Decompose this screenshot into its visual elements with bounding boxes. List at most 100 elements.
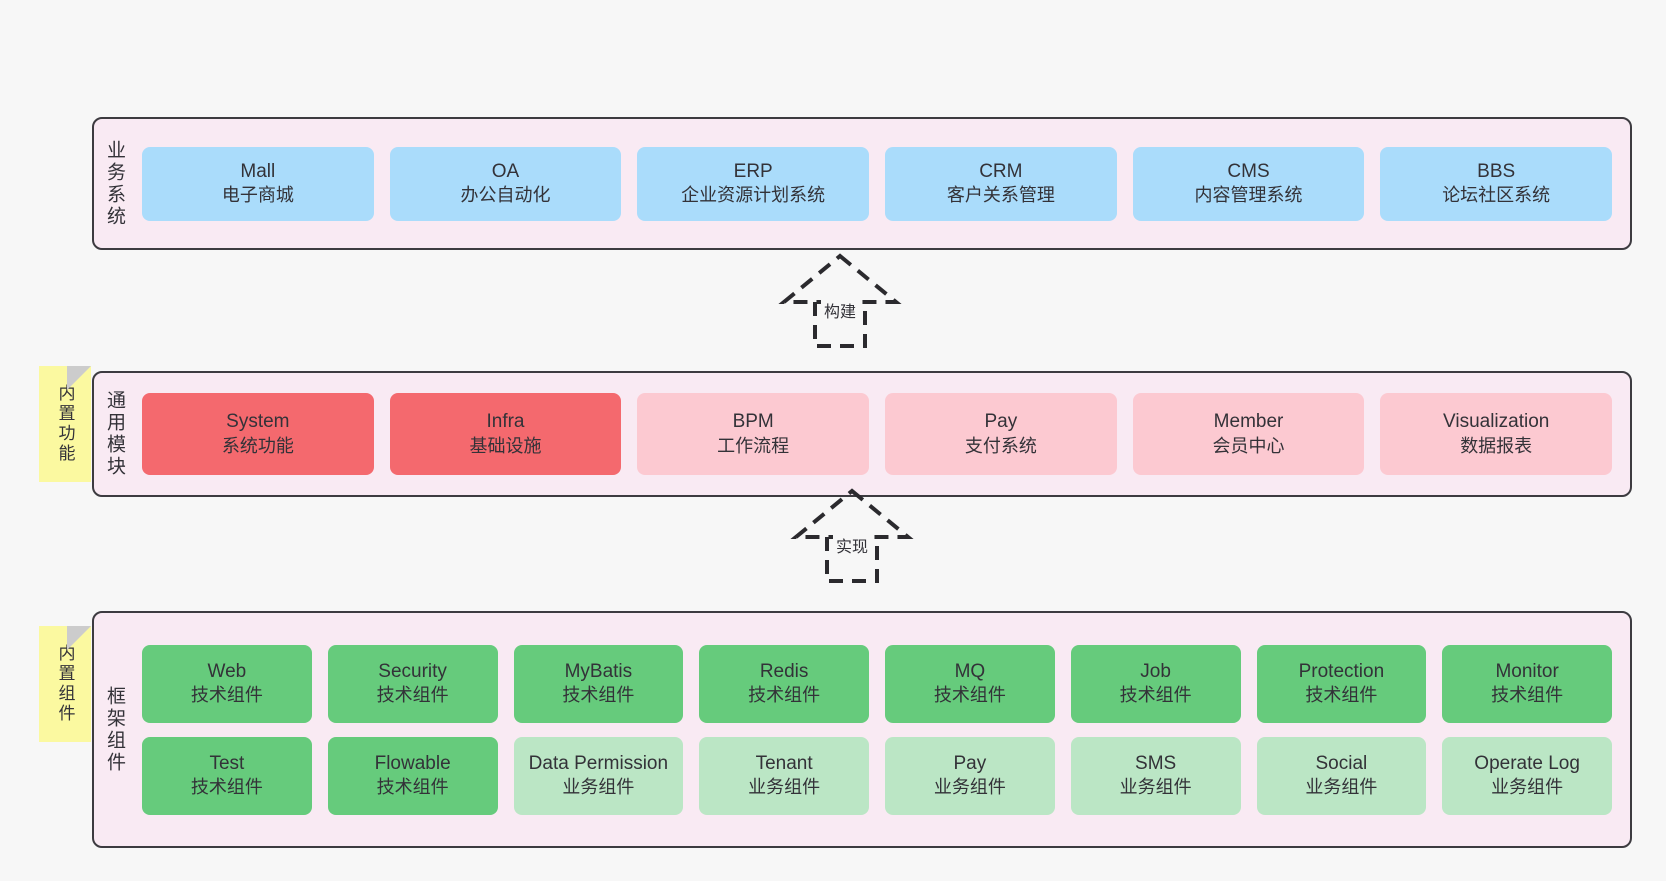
card-subtitle: 技术组件 bbox=[376, 685, 449, 706]
business-card-cms[interactable]: CMS 内容管理系统 bbox=[1132, 146, 1365, 221]
framework-card-security[interactable]: Security 技术组件 bbox=[327, 644, 498, 723]
card-title: BPM bbox=[732, 411, 774, 433]
module-card-visualization[interactable]: Visualization 数据报表 bbox=[1380, 393, 1613, 475]
framework-card-container: Web 技术组件 Security 技术组件 MyBatis 技术组件 Redi… bbox=[134, 613, 1630, 846]
card-subtitle: 论坛社区系统 bbox=[1442, 185, 1551, 206]
card-title: Test bbox=[209, 752, 245, 774]
framework-card-sms[interactable]: SMS 业务组件 bbox=[1070, 736, 1241, 815]
sticky-note-builtin-components: 内置组件 bbox=[39, 626, 91, 742]
card-subtitle: 会员中心 bbox=[1212, 435, 1285, 456]
card-title: Member bbox=[1213, 411, 1284, 433]
card-title: CRM bbox=[979, 160, 1023, 182]
card-subtitle: 业务组件 bbox=[748, 777, 821, 798]
framework-card-data-permission[interactable]: Data Permission 业务组件 bbox=[513, 736, 684, 815]
card-title: Operate Log bbox=[1474, 752, 1580, 774]
framework-card-mq[interactable]: MQ 技术组件 bbox=[885, 644, 1055, 723]
card-title: CMS bbox=[1227, 160, 1270, 182]
module-card-infra[interactable]: Infra 基础设施 bbox=[389, 393, 622, 475]
sticky-note-builtin-functions: 内置功能 bbox=[39, 366, 91, 482]
framework-card-redis[interactable]: Redis 技术组件 bbox=[699, 644, 869, 723]
business-card-bbs[interactable]: BBS 论坛社区系统 bbox=[1380, 146, 1613, 221]
card-subtitle: 工作流程 bbox=[717, 435, 790, 456]
card-subtitle: 支付系统 bbox=[964, 435, 1037, 456]
business-card-container: Mall 电子商城 OA 办公自动化 ERP 企业资源计划系统 CRM 客户关系… bbox=[134, 119, 1630, 248]
framework-card-job[interactable]: Job 技术组件 bbox=[1070, 644, 1241, 723]
framework-card-operate-log[interactable]: Operate Log 业务组件 bbox=[1442, 736, 1612, 815]
card-title: Social bbox=[1315, 752, 1368, 774]
connector-implement-label: 实现 bbox=[832, 533, 872, 557]
card-subtitle: 技术组件 bbox=[190, 777, 263, 798]
business-card-oa[interactable]: OA 办公自动化 bbox=[389, 146, 622, 221]
framework-card-protection[interactable]: Protection 技术组件 bbox=[1256, 644, 1427, 723]
layer-label-common-modules: 通用模块 bbox=[103, 390, 125, 478]
card-title: Web bbox=[207, 660, 247, 682]
card-title: MyBatis bbox=[564, 660, 633, 682]
card-title: Mall bbox=[240, 160, 276, 182]
card-title: Protection bbox=[1298, 660, 1385, 682]
card-title: Pay bbox=[953, 752, 987, 774]
card-title: ERP bbox=[733, 160, 773, 182]
card-title: Job bbox=[1140, 660, 1171, 682]
card-title: BBS bbox=[1477, 160, 1516, 182]
module-card-system[interactable]: System 系统功能 bbox=[142, 393, 374, 475]
card-title: MQ bbox=[954, 660, 986, 682]
module-card-member[interactable]: Member 会员中心 bbox=[1132, 393, 1365, 475]
framework-card-flowable[interactable]: Flowable 技术组件 bbox=[327, 736, 498, 815]
module-card-row: System 系统功能 Infra 基础设施 BPM 工作流程 Pay 支付系统… bbox=[142, 393, 1613, 475]
business-card-row: Mall 电子商城 OA 办公自动化 ERP 企业资源计划系统 CRM 客户关系… bbox=[142, 146, 1613, 221]
business-card-crm[interactable]: CRM 客户关系管理 bbox=[885, 146, 1117, 221]
card-subtitle: 业务组件 bbox=[1119, 777, 1192, 798]
connector-build-label: 构建 bbox=[820, 298, 860, 322]
framework-card-monitor[interactable]: Monitor 技术组件 bbox=[1442, 644, 1612, 723]
layer-label-business-system: 业务系统 bbox=[103, 139, 125, 228]
card-subtitle: 内容管理系统 bbox=[1194, 185, 1303, 206]
card-title: SMS bbox=[1135, 752, 1177, 774]
business-card-erp[interactable]: ERP 企业资源计划系统 bbox=[637, 146, 870, 221]
card-subtitle: 系统功能 bbox=[221, 435, 294, 456]
card-subtitle: 技术组件 bbox=[1305, 685, 1378, 706]
module-card-container: System 系统功能 Infra 基础设施 BPM 工作流程 Pay 支付系统… bbox=[134, 373, 1630, 495]
layer-business-system: 业务系统 Mall 电子商城 OA 办公自动化 ERP 企业资源计划系统 CRM… bbox=[92, 117, 1632, 250]
card-title: Data Permission bbox=[528, 752, 669, 774]
framework-tech-row: Web 技术组件 Security 技术组件 MyBatis 技术组件 Redi… bbox=[142, 644, 1612, 723]
card-subtitle: 办公自动化 bbox=[460, 185, 551, 206]
card-subtitle: 技术组件 bbox=[748, 685, 821, 706]
card-subtitle: 技术组件 bbox=[376, 777, 449, 798]
connector-implement: 实现 bbox=[772, 487, 932, 583]
card-title: OA bbox=[491, 160, 520, 182]
framework-card-test[interactable]: Test 技术组件 bbox=[142, 736, 312, 815]
module-card-bpm[interactable]: BPM 工作流程 bbox=[637, 393, 870, 475]
card-subtitle: 电子商城 bbox=[221, 185, 294, 206]
card-subtitle: 客户关系管理 bbox=[946, 185, 1055, 206]
card-subtitle: 业务组件 bbox=[1305, 777, 1378, 798]
card-title: Flowable bbox=[374, 752, 451, 774]
card-subtitle: 业务组件 bbox=[933, 777, 1006, 798]
card-title: Visualization bbox=[1443, 411, 1550, 433]
card-title: Infra bbox=[486, 411, 525, 433]
framework-card-pay[interactable]: Pay 业务组件 bbox=[885, 736, 1055, 815]
card-title: Security bbox=[378, 660, 447, 682]
card-subtitle: 技术组件 bbox=[1119, 685, 1192, 706]
sticky-note-label: 内置组件 bbox=[55, 644, 75, 724]
business-card-mall[interactable]: Mall 电子商城 bbox=[142, 146, 374, 221]
card-subtitle: 业务组件 bbox=[1491, 777, 1564, 798]
card-subtitle: 企业资源计划系统 bbox=[681, 185, 826, 206]
card-title: System bbox=[226, 411, 290, 433]
layer-common-modules: 通用模块 System 系统功能 Infra 基础设施 BPM 工作流程 Pay… bbox=[92, 371, 1632, 497]
card-subtitle: 业务组件 bbox=[562, 777, 635, 798]
card-title: Monitor bbox=[1495, 660, 1559, 682]
card-title: Redis bbox=[759, 660, 809, 682]
card-subtitle: 基础设施 bbox=[469, 435, 542, 456]
framework-biz-row: Test 技术组件 Flowable 技术组件 Data Permission … bbox=[142, 736, 1612, 815]
framework-card-tenant[interactable]: Tenant 业务组件 bbox=[699, 736, 869, 815]
card-subtitle: 数据报表 bbox=[1460, 435, 1533, 456]
card-title: Tenant bbox=[755, 752, 813, 774]
framework-card-web[interactable]: Web 技术组件 bbox=[142, 644, 312, 723]
framework-card-mybatis[interactable]: MyBatis 技术组件 bbox=[513, 644, 684, 723]
sticky-note-label: 内置功能 bbox=[55, 384, 75, 464]
card-title: Pay bbox=[984, 411, 1018, 433]
module-card-pay[interactable]: Pay 支付系统 bbox=[885, 393, 1117, 475]
connector-build: 构建 bbox=[760, 252, 920, 348]
framework-card-social[interactable]: Social 业务组件 bbox=[1256, 736, 1427, 815]
